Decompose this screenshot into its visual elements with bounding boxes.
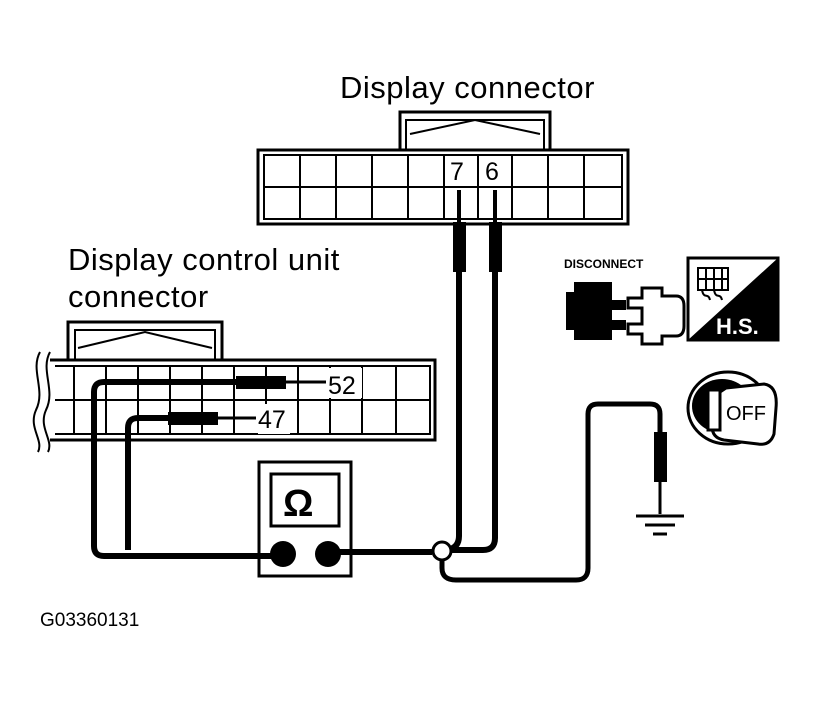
pin-7-label: 7 [450,158,464,186]
meter-terminal-left [270,541,296,567]
disconnect-icon: DISCONNECT [564,257,686,346]
pin-6-label: 6 [485,158,499,186]
ground-symbol [636,432,684,536]
pin-52-label: 52 [328,372,356,400]
display-connector: 7 6 [256,110,630,226]
harness-side-icon: H.S. [686,256,780,342]
pin-47-label: 47 [258,406,286,434]
meter-terminal-right [315,541,341,567]
disconnect-text: DISCONNECT [564,257,644,271]
ignition-off-icon: OFF [686,370,778,446]
hs-text: H.S. [716,314,759,339]
off-text: OFF [726,403,766,425]
junction-point [431,540,453,562]
display-connector-label: Display connector [340,70,595,105]
control-unit-label-line1: Display control unit [68,242,340,277]
figure-code: G03360131 [40,610,139,631]
ohmmeter: Ω [257,460,353,578]
ohm-symbol: Ω [283,483,313,525]
control-unit-connector: 52 47 [32,320,437,453]
wires [91,190,663,583]
control-unit-label-line2: connector [68,279,209,314]
